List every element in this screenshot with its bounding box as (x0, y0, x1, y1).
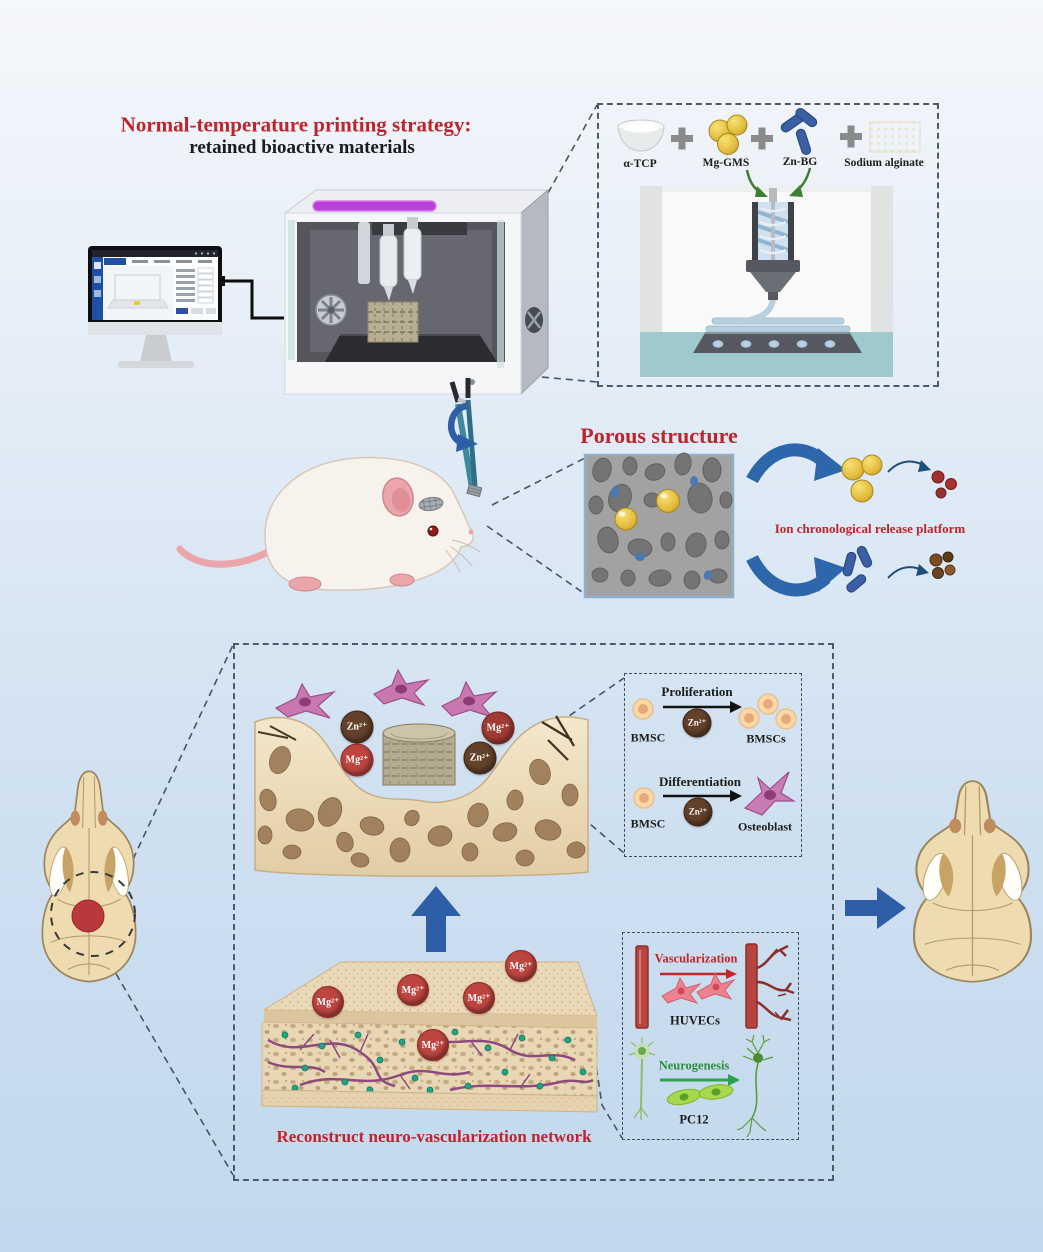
porous-structure-title: Porous structure (580, 423, 738, 448)
material-icons (617, 107, 921, 155)
neurovascular-panel-graphics (628, 943, 795, 1138)
neurovascular-box (622, 932, 799, 1140)
materials-process-box (597, 103, 939, 387)
mg-ion-badge: Mg²⁺ (481, 711, 515, 745)
main-title-line1: Normal-temperature printing strategy: (120, 112, 472, 137)
zn-ion-badge: Zn²⁺ (682, 708, 712, 738)
pc12-label: PC12 (679, 1112, 709, 1127)
material-label-znbg: Zn-BG (782, 156, 818, 168)
proliferation-title: Proliferation (661, 684, 733, 699)
mg-ion-badge: Mg²⁺ (505, 950, 537, 982)
arrow-up (411, 886, 461, 952)
implant-rotate-arrow (447, 402, 478, 452)
skull-healed (912, 780, 1033, 983)
implant-detail-box (233, 643, 834, 1181)
bmscs-label: BMSCs (746, 731, 786, 746)
bone-defect-illustration (254, 668, 589, 878)
mg-ion-badge: Mg²⁺ (463, 982, 495, 1014)
mouse (176, 456, 481, 592)
bioprinter (283, 188, 550, 396)
mg-ion-badge: Mg²⁺ (340, 743, 374, 777)
zn-ion-badge: Zn²⁺ (340, 710, 374, 744)
computer-monitor (88, 246, 284, 368)
material-label-atcp: α-TCP (623, 158, 657, 170)
extrusion-illustration (640, 167, 893, 377)
zn-ion-badge: Zn²⁺ (463, 741, 497, 775)
bmsc-label-2: BMSC (630, 816, 666, 831)
material-label-mggms: Mg-GMS (702, 157, 750, 169)
arrow-right (845, 887, 906, 929)
vascularization-title: Vascularization (654, 951, 738, 966)
neurogenesis-title: Neurogenesis (658, 1058, 730, 1073)
bmsc-label-1: BMSC (630, 730, 666, 745)
osteogenesis-box (624, 673, 802, 857)
porous-structure-image (583, 452, 735, 599)
bottom-caption: Reconstruct neuro-vascularization networ… (276, 1127, 592, 1146)
osteogenesis-panel-graphics (632, 693, 797, 816)
huvecs-label: HUVECs (669, 1013, 721, 1028)
material-label-alginate: Sodium alginate (844, 157, 924, 169)
osteoblast-label: Osteoblast (738, 819, 792, 834)
mg-ion-badge: Mg²⁺ (397, 974, 429, 1006)
release-platform-label: Ion chronological release platform (774, 521, 966, 536)
differentiation-title: Differentiation (658, 774, 742, 789)
skull-defect (41, 770, 137, 983)
main-title-line2: retained bioactive materials (189, 137, 415, 158)
mg-ion-badge: Mg²⁺ (417, 1029, 449, 1061)
leader-lines (103, 104, 625, 1176)
zn-ion-badge: Zn²⁺ (683, 797, 713, 827)
mg-ion-badge: Mg²⁺ (312, 986, 344, 1018)
release-pathways (746, 443, 957, 597)
